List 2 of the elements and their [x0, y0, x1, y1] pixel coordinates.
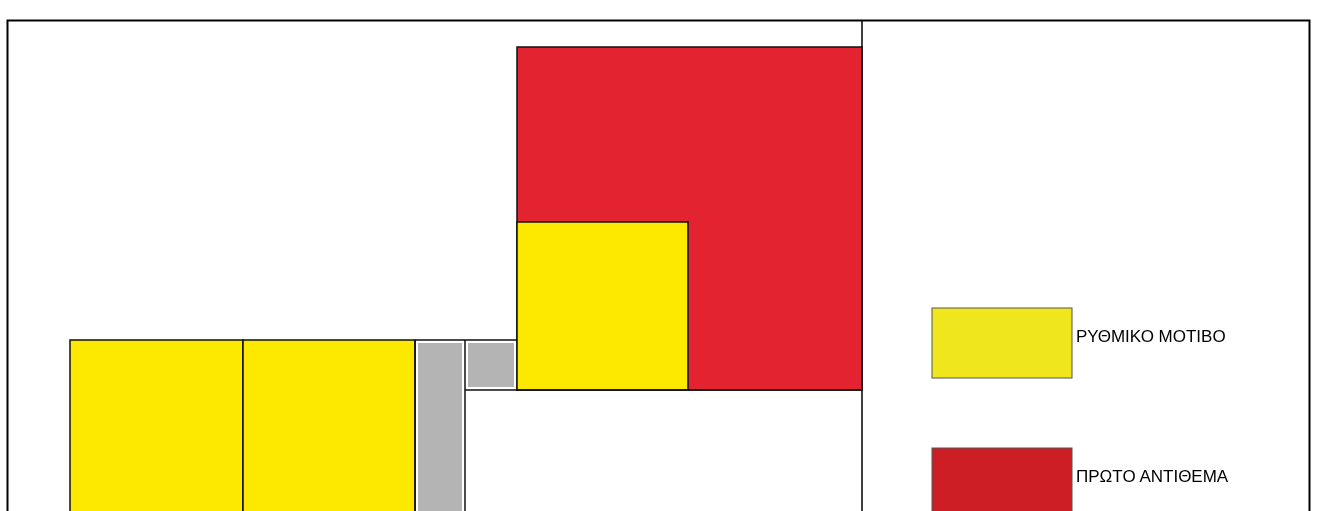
- legend-label: ΡΥΘΜΙΚΟ ΜΟΤΙΒΟ: [1076, 327, 1226, 347]
- legend-label: ΠΡΩΤΟ ΑΝΤΙΘΕΜΑ: [1076, 467, 1229, 487]
